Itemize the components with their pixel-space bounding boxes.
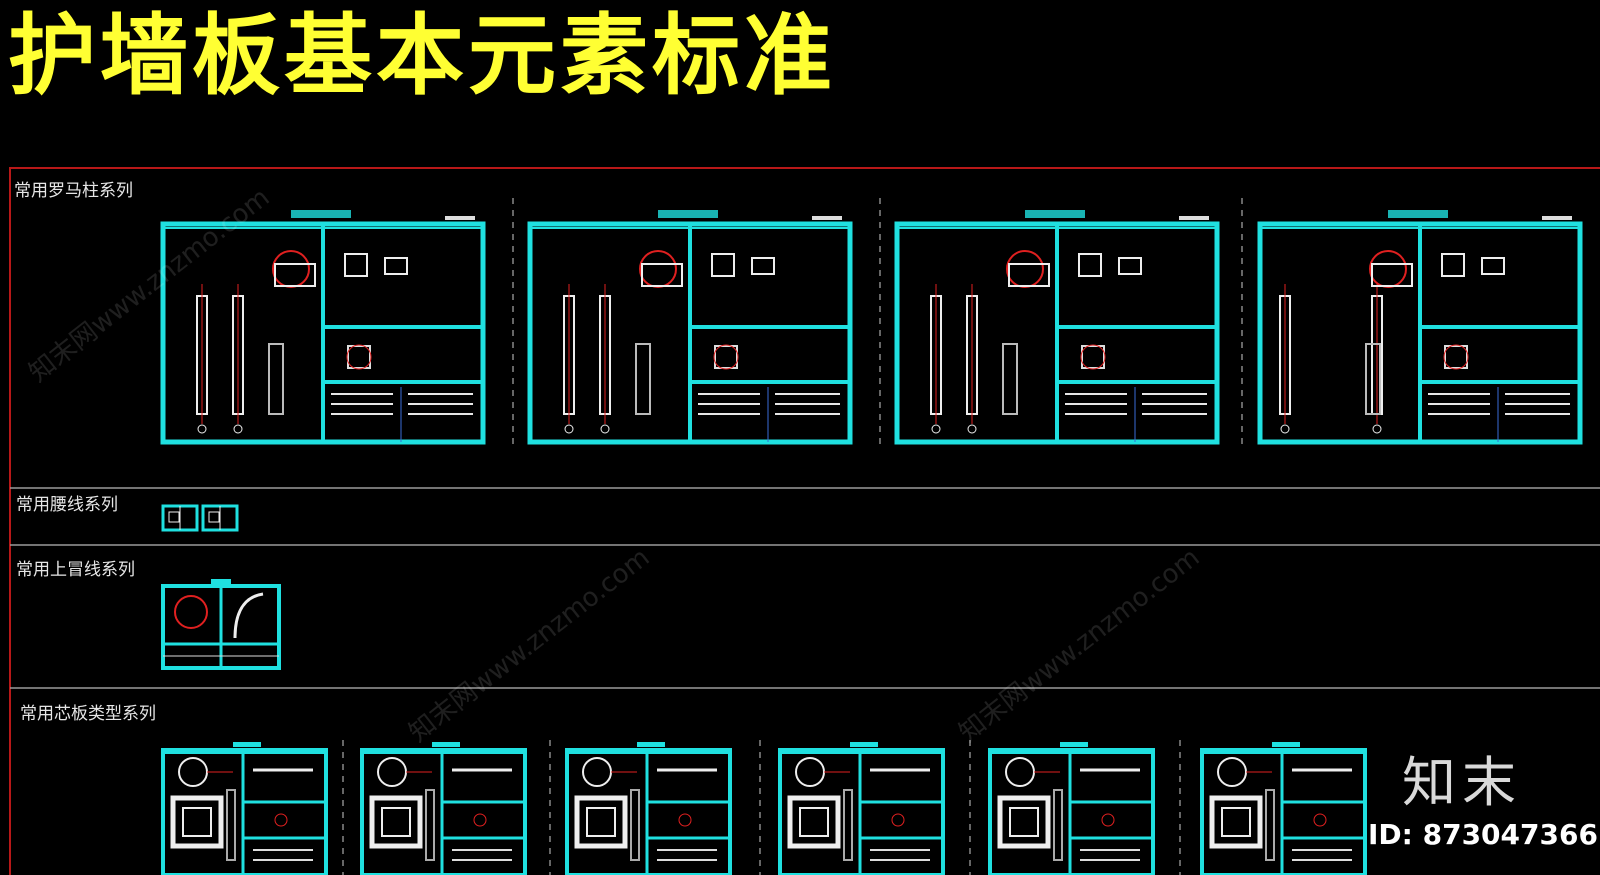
- panel-section: [1053, 789, 1063, 861]
- column-section: [1365, 343, 1381, 415]
- medallion: [795, 757, 825, 787]
- sheet-logo-mark: [432, 742, 460, 747]
- roman-column-sheet: [527, 210, 853, 445]
- core-panel-sheet: [360, 742, 527, 875]
- sheet-border: [9, 167, 1600, 875]
- detail-callout: [1006, 250, 1044, 288]
- detail-section: [1118, 257, 1142, 275]
- medallion: [178, 757, 208, 787]
- sheet-logo-mark: [233, 742, 261, 747]
- detail-section: [1078, 253, 1102, 277]
- detail-section: [384, 257, 408, 275]
- detail-section: [1081, 345, 1105, 369]
- detail-section: [711, 253, 735, 277]
- detail-section: [1444, 345, 1468, 369]
- sheet-logo-mark: [1272, 742, 1300, 747]
- section-label-top-cap-lines: 常用上冒线系列: [16, 560, 135, 580]
- sheet-logo-mark: [1025, 210, 1085, 218]
- section-label-waist-lines: 常用腰线系列: [16, 495, 118, 515]
- core-panel-sheet: [565, 742, 732, 875]
- detail-section: [1481, 257, 1505, 275]
- detail-callout: [272, 250, 310, 288]
- core-panel-sheet: [1200, 742, 1367, 875]
- medallion: [1005, 757, 1035, 787]
- panel-section: [425, 789, 435, 861]
- sheet-logo-mark: [1388, 210, 1448, 218]
- panel-square: [787, 795, 841, 849]
- core-panel-sheet: [161, 742, 328, 875]
- detail-callout: [1369, 250, 1407, 288]
- panel-square: [574, 795, 628, 849]
- sheet-logo-mark: [637, 742, 665, 747]
- column-section: [268, 343, 284, 415]
- page-title: 护墙板基本元素标准: [8, 4, 837, 107]
- panel-section: [630, 789, 640, 861]
- medallion: [377, 757, 407, 787]
- cap-profile: [233, 592, 264, 639]
- waist-line-sheet: [201, 504, 239, 532]
- detail-callout: [639, 250, 677, 288]
- column-section: [1002, 343, 1018, 415]
- roman-column-sheet: [160, 210, 486, 445]
- detail-section: [347, 345, 371, 369]
- panel-square: [1209, 795, 1263, 849]
- sheet-logo-mark: [658, 210, 718, 218]
- core-panel-sheet: [988, 742, 1155, 875]
- panel-section: [1265, 789, 1275, 861]
- watermark-logo: 知末: [1402, 751, 1522, 814]
- column-section: [635, 343, 651, 415]
- dashed-separators: [342, 198, 1243, 875]
- core-panel-sheet: [778, 742, 945, 875]
- waist-line-sheet: [161, 504, 199, 532]
- medallion: [1217, 757, 1247, 787]
- panel-section: [843, 789, 853, 861]
- section-label-roman-columns: 常用罗马柱系列: [14, 181, 133, 201]
- drawing-sheets: [160, 210, 1583, 875]
- roman-column-sheet: [894, 210, 1220, 445]
- sheet-logo-mark: [850, 742, 878, 747]
- detail-section: [344, 253, 368, 277]
- sheet-logo-mark: [291, 210, 351, 218]
- sheet-logo-mark: [1060, 742, 1088, 747]
- section-label-core-panel-types: 常用芯板类型系列: [20, 704, 156, 724]
- detail-section: [751, 257, 775, 275]
- top-cap-line-sheet: [161, 579, 281, 670]
- panel-square: [170, 795, 224, 849]
- panel-section: [226, 789, 236, 861]
- detail-section: [1441, 253, 1465, 277]
- roman-column-sheet: [1257, 210, 1583, 445]
- panel-square: [369, 795, 423, 849]
- panel-square: [997, 795, 1051, 849]
- medallion: [582, 757, 612, 787]
- detail-section: [714, 345, 738, 369]
- detail-callout: [174, 595, 208, 629]
- watermark-id: ID: 873047366: [1368, 818, 1598, 851]
